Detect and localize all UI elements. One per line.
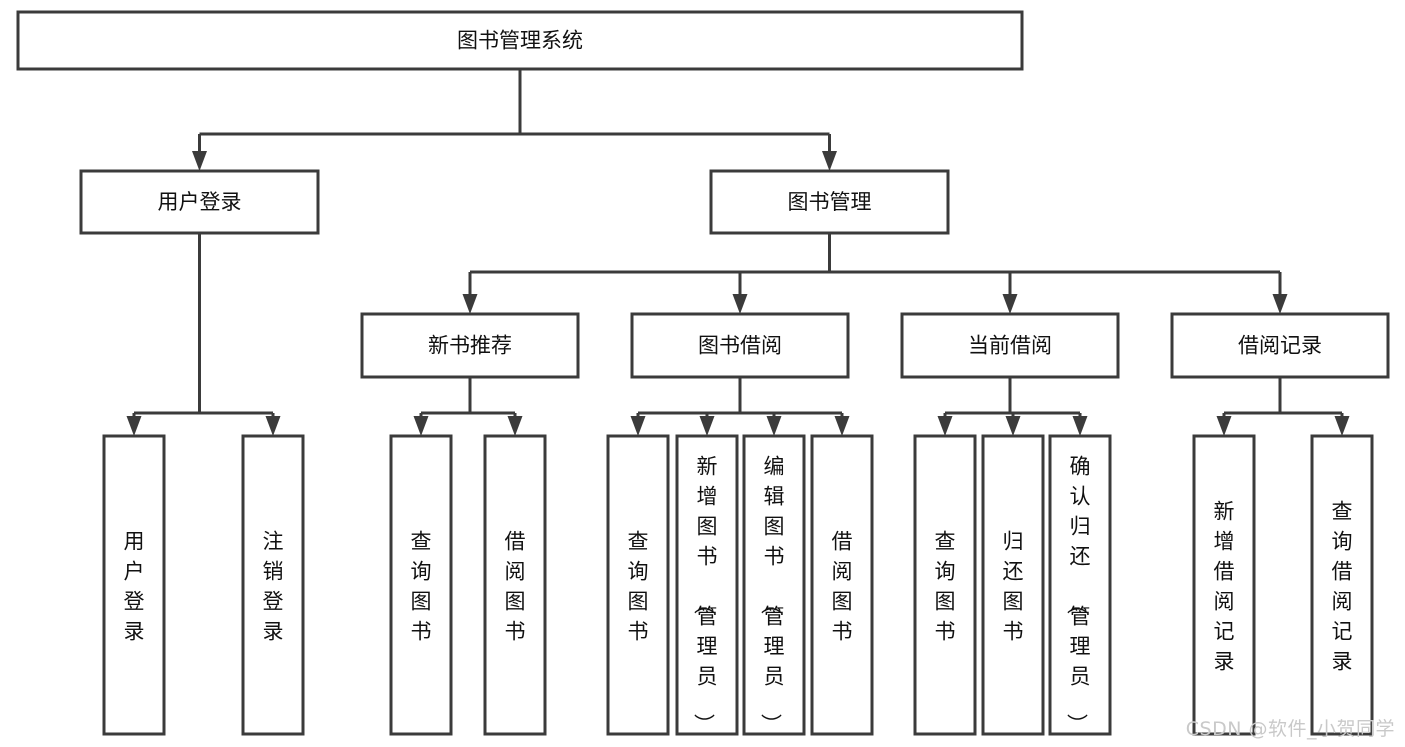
arrow-head-icon <box>507 416 523 436</box>
arrow-head-icon <box>766 416 782 436</box>
node-leaf_0[interactable]: 用户登录 <box>102 434 166 736</box>
arrow-head-icon <box>126 416 142 436</box>
node-root[interactable]: 图书管理系统 <box>16 10 1024 71</box>
csdn-watermark: CSDN @软件_小贺同学 <box>1185 718 1395 740</box>
node-box <box>981 434 1045 736</box>
node-box <box>389 434 453 736</box>
node-l3_3[interactable]: 借阅记录 <box>1170 312 1390 379</box>
node-l2_0[interactable]: 用户登录 <box>79 169 320 235</box>
node-box <box>241 434 305 736</box>
node-l3_0[interactable]: 新书推荐 <box>360 312 580 379</box>
arrow-head-icon <box>699 416 715 436</box>
node-leaf_1[interactable]: 注销登录 <box>241 434 305 736</box>
node-box <box>1170 312 1390 379</box>
node-label: 图书管理 <box>788 190 872 214</box>
node-label: 新增图书（管理员） <box>692 454 718 734</box>
arrow-head-icon <box>413 416 429 436</box>
node-box <box>810 434 874 736</box>
node-box <box>630 312 850 379</box>
arrow-head-icon <box>630 416 646 436</box>
node-l3_2[interactable]: 当前借阅 <box>900 312 1120 379</box>
node-box <box>1048 434 1112 736</box>
arrow-head-icon <box>1334 416 1350 436</box>
node-leaf_10[interactable]: 确认归还（管理员） <box>1048 434 1112 736</box>
node-label: 借阅图书 <box>832 529 853 643</box>
node-box <box>742 434 806 736</box>
node-label: 归还图书 <box>1003 529 1024 643</box>
node-label: 图书借阅 <box>698 334 782 358</box>
node-box <box>102 434 166 736</box>
node-label: 查询图书 <box>935 529 956 643</box>
node-leaf_3[interactable]: 借阅图书 <box>483 434 547 736</box>
node-label: 注销登录 <box>263 529 284 643</box>
node-leaf_11[interactable]: 新增借阅记录 <box>1192 434 1256 736</box>
node-leaf_2[interactable]: 查询图书 <box>389 434 453 736</box>
arrow-head-icon <box>822 151 837 171</box>
node-box <box>709 169 950 235</box>
node-leaf_9[interactable]: 归还图书 <box>981 434 1045 736</box>
node-box <box>913 434 977 736</box>
arrow-head-icon <box>732 294 748 314</box>
node-leaf_8[interactable]: 查询图书 <box>913 434 977 736</box>
arrow-head-icon <box>1002 294 1018 314</box>
arrow-head-icon <box>1272 294 1288 314</box>
node-leaf_5[interactable]: 新增图书（管理员） <box>675 434 739 736</box>
arrow-head-icon <box>265 416 281 436</box>
node-label: 用户登录 <box>158 190 242 214</box>
nodes-layer: 图书管理系统用户登录图书管理新书推荐图书借阅当前借阅借阅记录用户登录注销登录查询… <box>16 10 1390 736</box>
arrow-head-icon <box>834 416 850 436</box>
node-box <box>1310 434 1374 736</box>
node-label: 新书推荐 <box>428 334 512 358</box>
arrow-head-icon <box>1216 416 1232 436</box>
node-box <box>79 169 320 235</box>
node-label: 借阅记录 <box>1238 334 1322 358</box>
node-label: 查询图书 <box>628 529 649 643</box>
node-leaf_12[interactable]: 查询借阅记录 <box>1310 434 1374 736</box>
node-box <box>360 312 580 379</box>
arrow-head-icon <box>192 151 207 171</box>
node-leaf_6[interactable]: 编辑图书（管理员） <box>742 434 806 736</box>
node-label: 当前借阅 <box>968 334 1052 358</box>
node-label: 新增借阅记录 <box>1214 499 1235 673</box>
node-label: 借阅图书 <box>505 529 526 643</box>
arrow-head-icon <box>462 294 478 314</box>
connectors-layer <box>126 69 1350 436</box>
node-box <box>606 434 670 736</box>
node-leaf_7[interactable]: 借阅图书 <box>810 434 874 736</box>
node-l2_1[interactable]: 图书管理 <box>709 169 950 235</box>
arrow-head-icon <box>937 416 953 436</box>
node-label: 图书管理系统 <box>457 29 583 53</box>
node-label: 用户登录 <box>124 529 145 643</box>
node-label: 编辑图书（管理员） <box>759 454 785 734</box>
arrow-head-icon <box>1005 416 1021 436</box>
node-box <box>483 434 547 736</box>
node-box <box>1192 434 1256 736</box>
node-label: 查询借阅记录 <box>1332 499 1353 673</box>
node-label: 确认归还（管理员） <box>1065 454 1091 734</box>
node-leaf_4[interactable]: 查询图书 <box>606 434 670 736</box>
node-box <box>675 434 739 736</box>
node-label: 查询图书 <box>411 529 432 643</box>
node-box <box>16 10 1024 71</box>
node-box <box>900 312 1120 379</box>
arrow-head-icon <box>1072 416 1088 436</box>
node-l3_1[interactable]: 图书借阅 <box>630 312 850 379</box>
